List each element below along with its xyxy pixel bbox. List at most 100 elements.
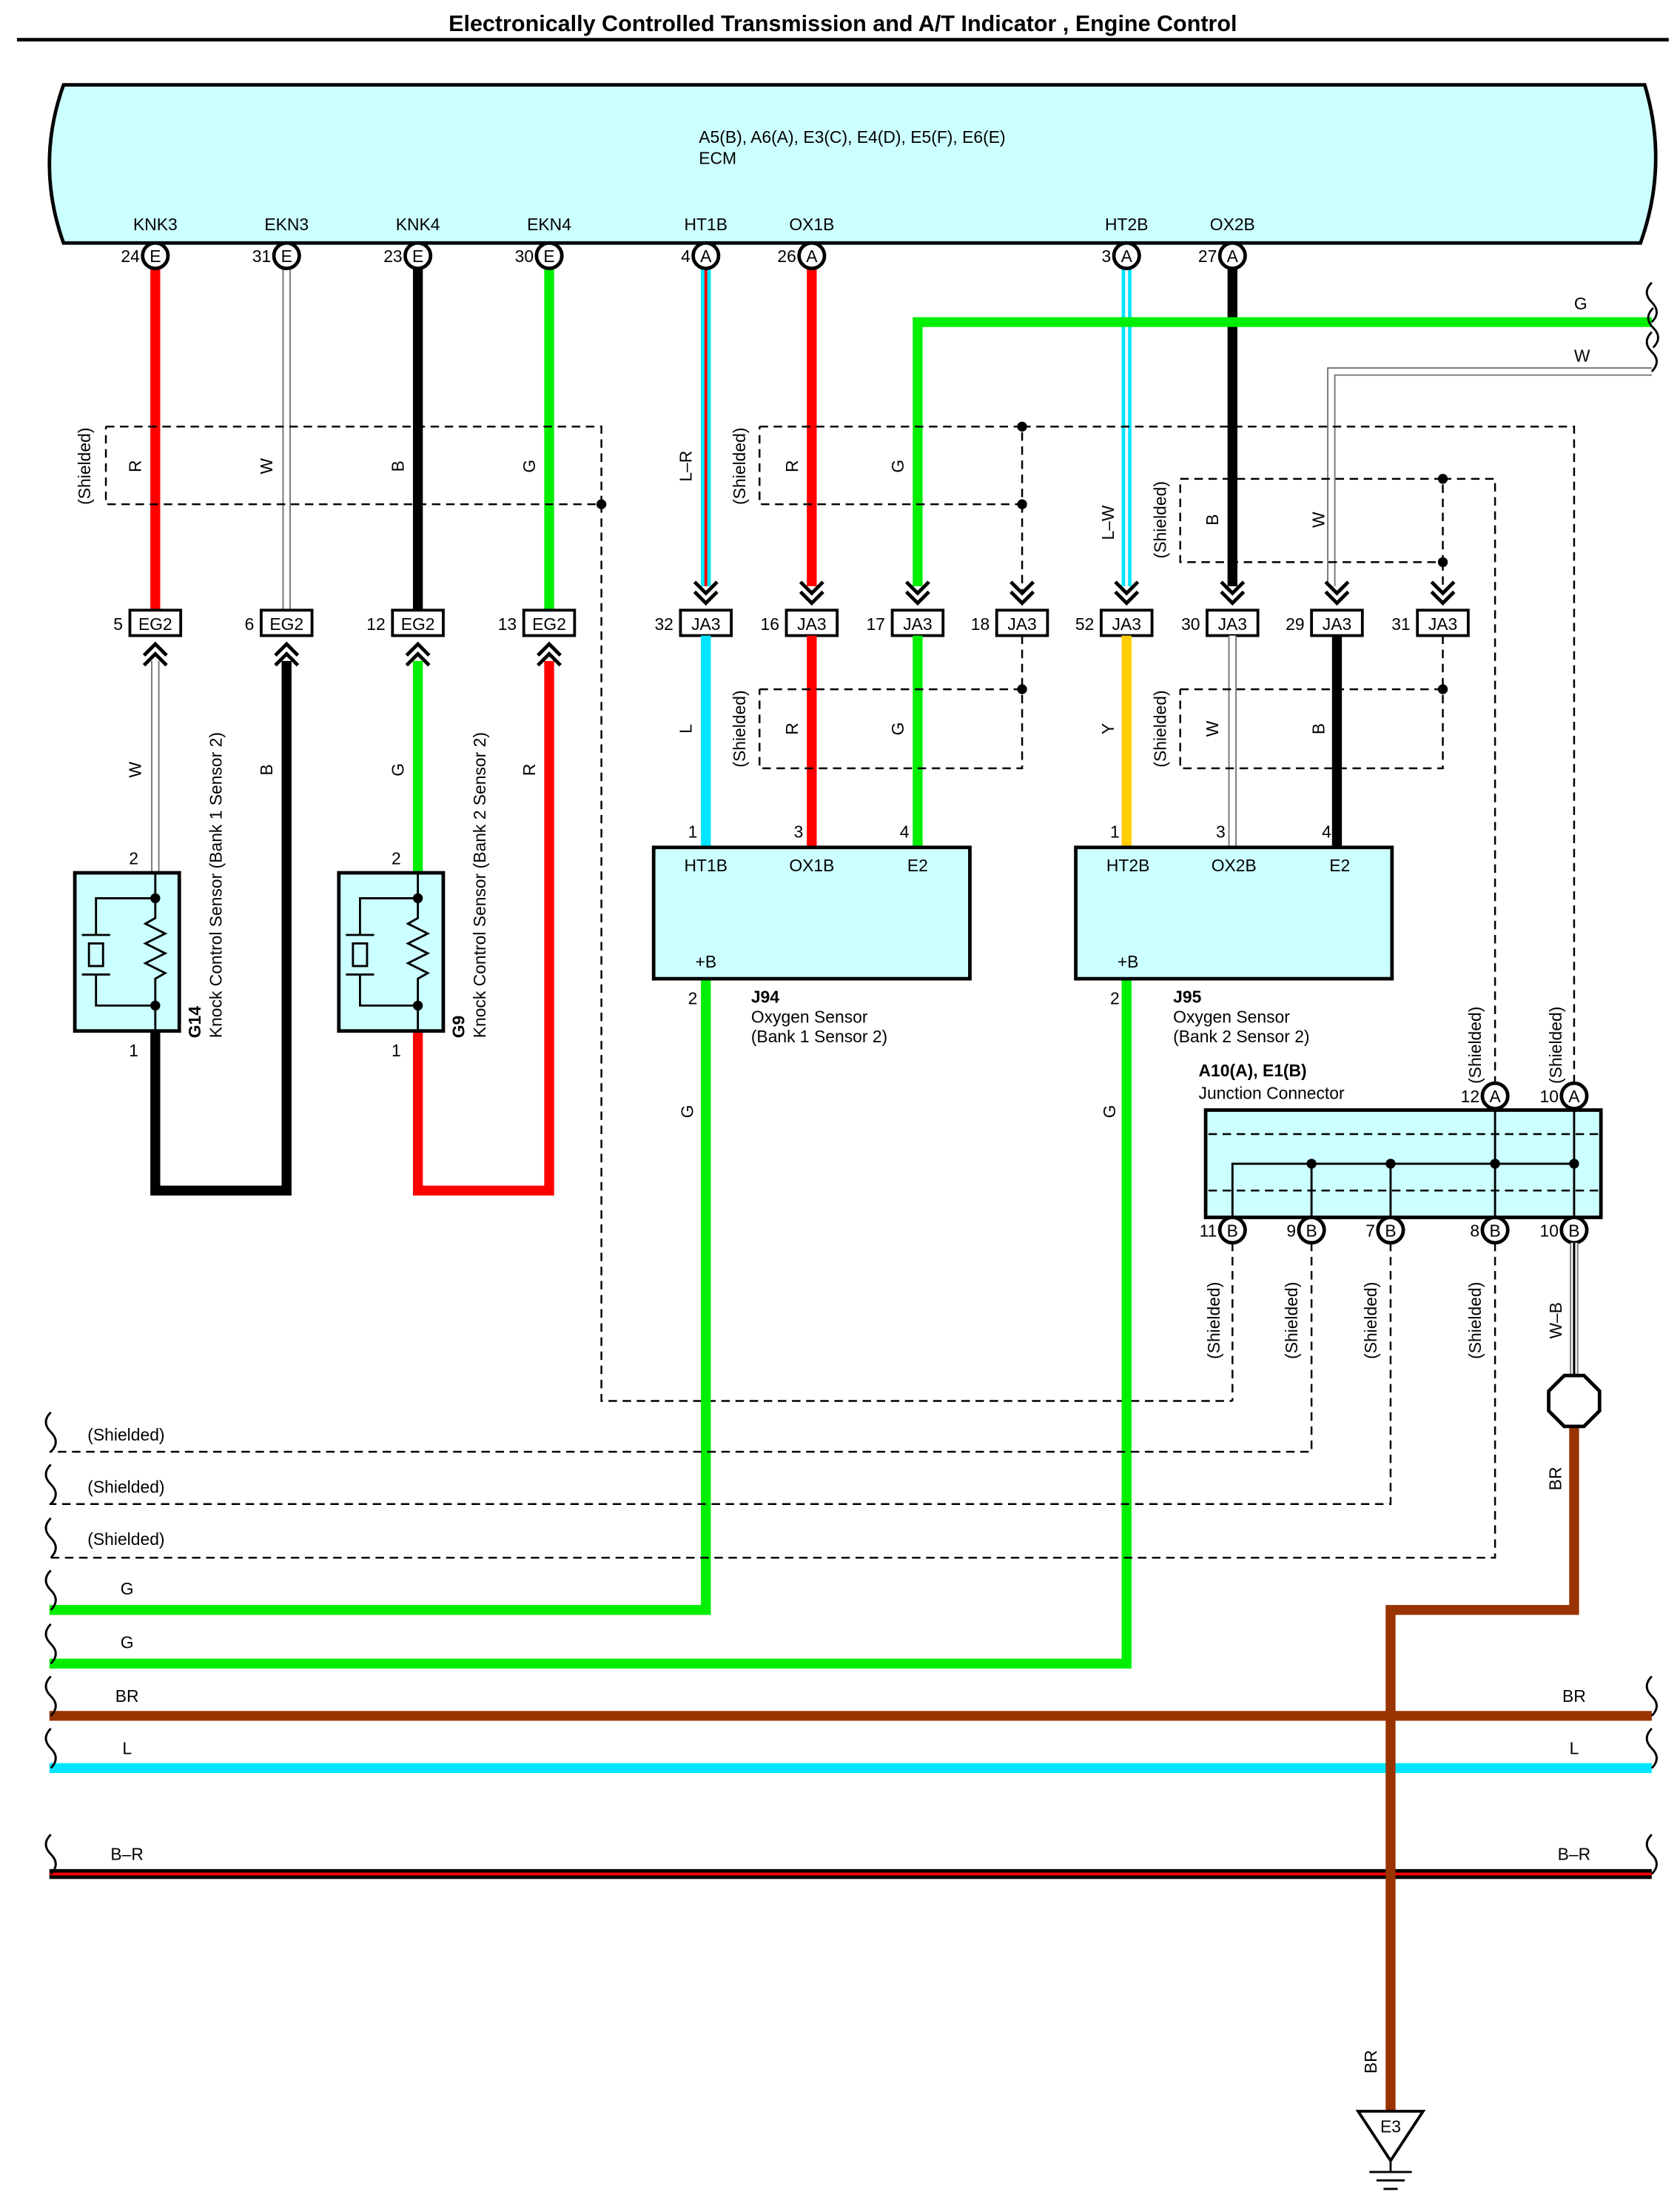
shield-o2-bank2-lower [1179,688,1444,770]
oxygen-sensor-terminal: E2 [1329,856,1350,875]
oxygen-sensor-pin: 2 [1110,988,1120,1008]
ecm-pin-number: 4 [681,247,691,266]
wire-color-label: BR [1546,1467,1565,1491]
eg2-connector-number: 12 [366,614,385,634]
oxygen-sensor-pin: 1 [1110,822,1120,841]
junction-bottom-pin-letter: B [1227,1221,1238,1240]
break-mark [1647,307,1659,349]
splice-dot [596,499,607,509]
splice-dot [412,1000,423,1011]
knock-sensor-pin: 1 [392,1041,401,1060]
ecm-pin-label: OX2B [1210,215,1255,234]
ground-icon [1355,2110,1426,2164]
harness-label-left: G [121,1579,134,1598]
shield-label: (Shielded) [1282,1282,1301,1359]
chevron-down-icon [1009,580,1035,606]
break-mark [1645,281,1658,323]
shield-label: (Shielded) [1361,1282,1380,1359]
wire-g14-1 [150,660,292,1196]
ja3-connector-name: JA3 [1323,614,1351,634]
eg2-connector-number: 13 [498,614,517,634]
oxygen-sensor-pin: 4 [900,822,910,841]
shield-label: (Shielded) [1465,1282,1485,1359]
splice-dot [1017,499,1027,509]
break-mark [44,1411,57,1453]
ecm-pin [691,241,721,271]
wire-color-label: G [888,460,907,473]
oxygen-sensor-name: Oxygen Sensor [1173,1007,1290,1026]
ja3-connector-number: 32 [654,614,673,634]
oxygen-sensor-box [651,845,972,981]
break-mark [44,1464,57,1505]
junction-top-pin [1480,1081,1510,1111]
ecm-pin [534,241,564,271]
junction-top-pin-letter: A [1568,1087,1580,1106]
shield-label: (Shielded) [75,428,94,505]
wire-label-w: W [1574,346,1590,366]
splice-dot [1306,1159,1317,1169]
knock-sensor-pin: 1 [129,1041,138,1060]
break-mark [44,1623,57,1665]
oxygen-sensor-terminal: +B [695,952,716,971]
ground-label: E3 [1380,2117,1401,2136]
ecm-pin-label: KNK3 [133,215,178,234]
eg2-connector-name: EG2 [401,614,435,634]
knock-sensor-pin: 2 [129,849,138,868]
knock-sensor-pin: 2 [392,849,401,868]
ja3-connector-number: 17 [867,614,885,634]
oxygen-sensor-pin: 2 [688,988,698,1008]
splice-point-icon [1547,1373,1602,1429]
junction-bus [1231,1110,1576,1218]
knock-sensor-name: Knock Control Sensor (Bank 1 Sensor 2) [206,732,225,1038]
chevron-down-icon [1114,580,1140,606]
chevron-up-icon [405,641,431,667]
harness-label-left: B–R [110,1844,144,1863]
splice-dot [1569,1159,1579,1169]
harness-label-left: G [121,1632,134,1652]
wire-color-label: BR [1361,2050,1380,2073]
break-mark [1645,1728,1658,1769]
knock-sensor-id: G14 [185,1006,204,1039]
ecm-pin [403,241,433,271]
oxygen-sensor-terminal: +B [1118,952,1139,971]
ja3-connector-number: 18 [971,614,989,634]
ecm-pin-label: EKN3 [264,215,309,234]
wire-color-label: W [126,762,145,778]
eg2-connector-name: EG2 [138,614,172,634]
wire-color-label: R [782,460,802,472]
junction-bottom-pin [1480,1216,1510,1245]
ecm-pin-letter: E [281,247,292,266]
wire-color-label: W [1308,512,1328,528]
ecm-pin-letter: E [149,247,161,266]
eg2-connector [259,609,314,637]
knock-sensor-box [337,871,446,1033]
ecm-connector-codes: A5(B), A6(A), E3(C), E4(D), E5(F), E6(E) [699,127,1005,147]
harness-label-left: BR [115,1686,139,1706]
junction-bottom-pin-letter: B [1568,1221,1579,1240]
splice-dot [1490,1159,1500,1169]
chevron-down-icon [1430,580,1456,606]
ecm-pin-number: 30 [515,247,534,266]
eg2-connector [391,609,445,637]
chevron-up-icon [537,641,562,667]
ecm-pin-letter: A [700,247,712,266]
ja3-connector [890,609,945,637]
oxygen-sensor-id: J95 [1173,988,1201,1007]
oxygen-sensor-terminal: E2 [907,856,928,875]
ecm-pin-number: 24 [121,247,140,266]
wire-color-label: B [1308,723,1328,734]
junction-bottom-pin [1297,1216,1326,1245]
shield-label: (Shielded) [730,428,749,505]
oxygen-sensor-name: Oxygen Sensor [751,1007,868,1026]
ja3-connector [1099,609,1154,637]
oxygen-sensor-terminal: HT1B [685,856,728,875]
wire-color-label: R [126,460,145,472]
eg2-connector [522,609,577,637]
ecm-pin [1112,241,1141,271]
ecm-pin-number: 23 [383,247,402,266]
wire-color-label: W–B [1546,1302,1565,1339]
ja3-connector-name: JA3 [691,614,720,634]
ecm-pin-label: EKN4 [527,215,571,234]
shield-label: (Shielded) [1546,1007,1565,1084]
